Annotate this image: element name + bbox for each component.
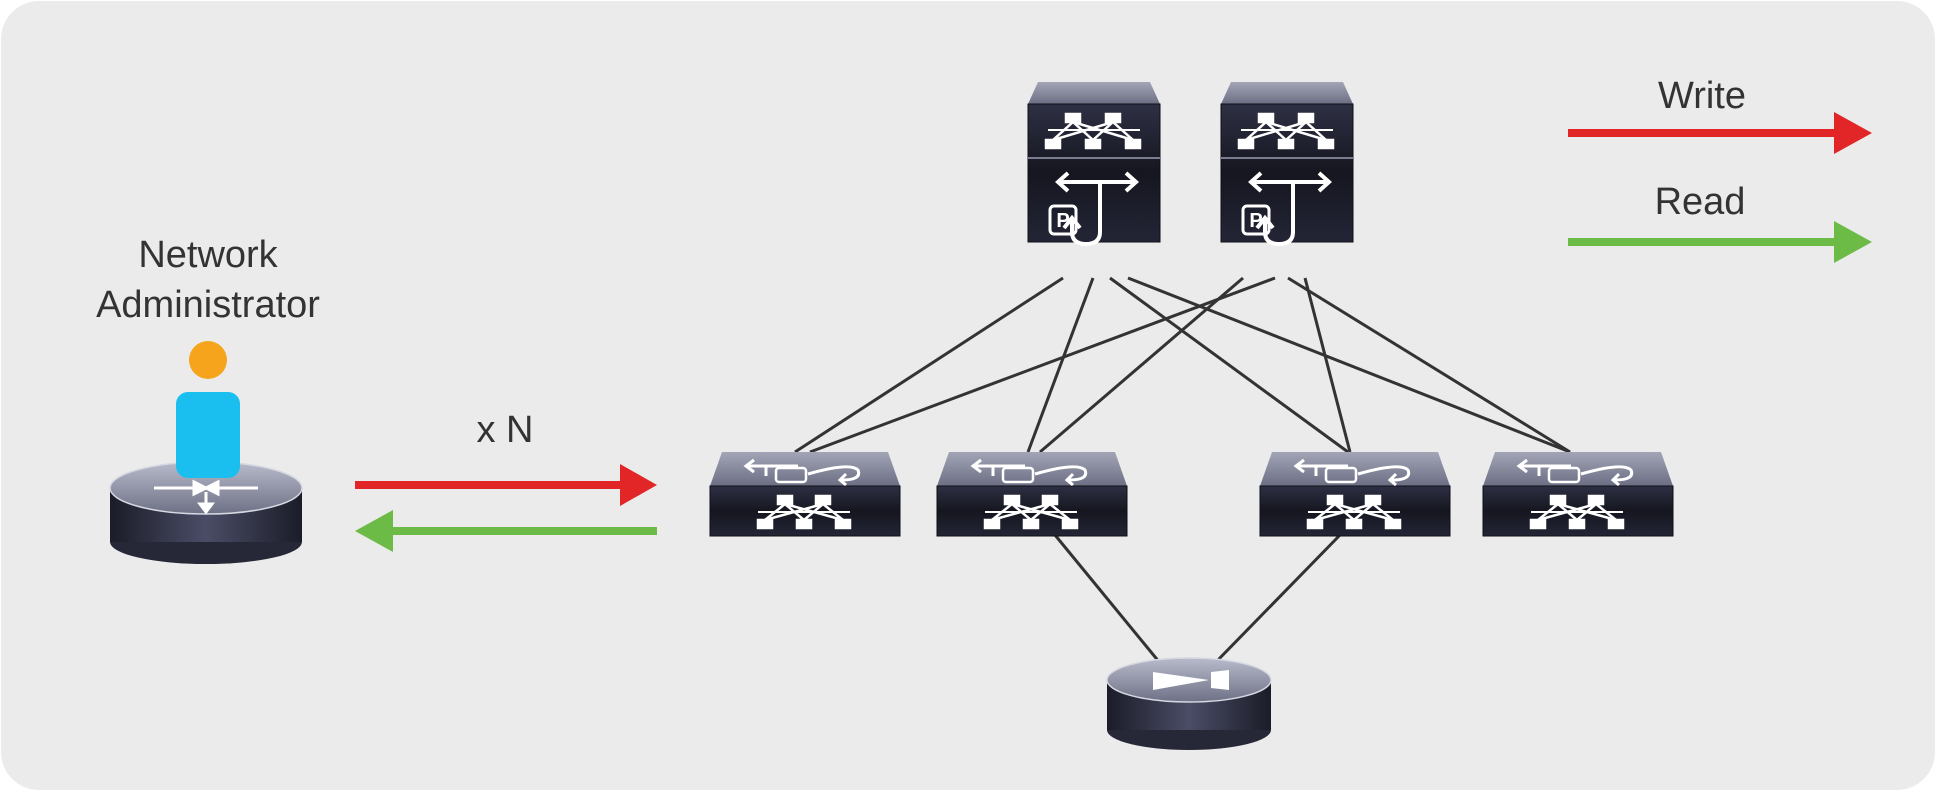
svg-text:P: P: [1249, 210, 1262, 232]
legend-write-arrow: [1568, 112, 1872, 154]
cable: [1053, 534, 1162, 664]
cable: [1303, 277, 1352, 453]
leaf-switch-2: [936, 452, 1128, 537]
cables: [794, 276, 1571, 665]
endpoint-router-icon: [1106, 657, 1272, 750]
cable: [1026, 277, 1095, 453]
cable: [1287, 276, 1571, 454]
spine-switch-1: P: [1027, 82, 1161, 247]
legend-read-label: Read: [1655, 181, 1746, 223]
policy-switch-icon: P: [1241, 171, 1332, 247]
person-icon: [176, 341, 240, 478]
policy-icon: [970, 458, 1088, 487]
read-arrow: [355, 510, 657, 552]
leaf-switch-1: [709, 452, 901, 537]
admin-label-line1: Network: [138, 234, 278, 276]
legend: Write Read: [1568, 75, 1872, 263]
policy-switch-icon: P: [1048, 171, 1139, 247]
policy-icon: [743, 458, 861, 487]
fabric-icon: [1306, 494, 1402, 530]
fabric-icon: [983, 494, 1079, 530]
cable: [794, 276, 1064, 454]
legend-read-arrow: [1568, 221, 1872, 263]
apic-controller-icon: [109, 461, 303, 564]
person-body: [176, 392, 240, 478]
admin-label-line2: Administrator: [96, 284, 320, 326]
policy-icon: [1516, 458, 1634, 487]
cable: [1109, 276, 1349, 454]
cable: [809, 276, 1276, 454]
multiplier-label: x N: [477, 409, 534, 451]
policy-icon: [1293, 458, 1411, 487]
cable: [1213, 533, 1342, 665]
svg-text:P: P: [1056, 210, 1069, 232]
fabric-icon: [1237, 112, 1335, 150]
leaf-switch-4: [1482, 452, 1674, 537]
fabric-icon: [756, 494, 852, 530]
cable: [1039, 276, 1244, 454]
leaf-switch-3: [1259, 452, 1451, 537]
fabric-icon: [1529, 494, 1625, 530]
legend-write-label: Write: [1658, 75, 1746, 117]
fabric-icon: [1044, 112, 1142, 150]
spine-switch-2: P: [1220, 82, 1354, 247]
person-head: [189, 341, 227, 379]
write-arrow: [355, 464, 657, 506]
